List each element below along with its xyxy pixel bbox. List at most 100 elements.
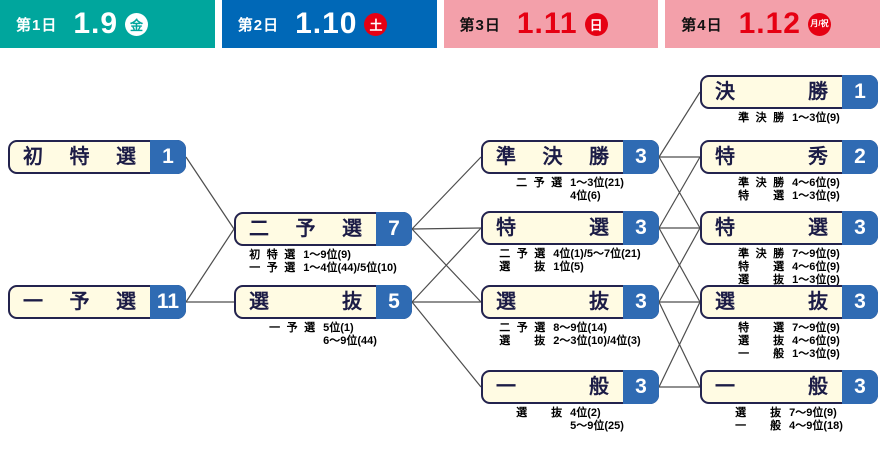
day4-number-label: 第4日 bbox=[681, 16, 723, 34]
race-count-badge: 3 bbox=[842, 211, 878, 245]
race-box-day4-senbatsu: 選抜 3 bbox=[700, 285, 878, 319]
day2-date: 1.10 bbox=[295, 7, 358, 40]
source-race-name bbox=[516, 420, 562, 433]
race-name: 一般 bbox=[496, 376, 609, 398]
race-box-day2-senbatsu: 選抜 5 bbox=[234, 285, 412, 319]
qualifiers-day3-tokusen: 二予選 4位(1)/5〜7位(21) 選抜 1位(5) bbox=[481, 248, 659, 274]
source-race-name: 特選 bbox=[738, 322, 785, 334]
race-box-day1-shotokusen: 初特選 1 bbox=[8, 140, 186, 174]
source-race-positions: 4位(1)/5〜7位(21) bbox=[553, 248, 641, 260]
source-race-name bbox=[269, 335, 315, 348]
race-count-badge: 1 bbox=[842, 75, 878, 109]
race-name: 選抜 bbox=[496, 291, 609, 313]
race-name: 初特選 bbox=[23, 146, 136, 168]
race-box-day3-senbatsu: 選抜 3 bbox=[481, 285, 659, 319]
day2-band: 第2日 1.10 土 bbox=[221, 0, 437, 48]
source-race-positions: 4〜9位(18) bbox=[789, 420, 843, 432]
day1-band: 第1日 1.9 金 bbox=[0, 0, 215, 48]
source-race-name: 一予選 bbox=[249, 262, 296, 274]
source-race-name: 準決勝 bbox=[738, 112, 785, 124]
race-count-badge: 11 bbox=[150, 285, 186, 319]
source-race-positions: 1〜4位(44)/5位(10) bbox=[303, 262, 397, 274]
source-race-name: 準決勝 bbox=[738, 177, 785, 189]
race-name: 選抜 bbox=[715, 291, 828, 313]
race-count-badge: 1 bbox=[150, 140, 186, 174]
race-name: 特選 bbox=[715, 217, 828, 239]
source-race-name: 選抜 bbox=[735, 407, 782, 419]
source-race-positions: 1〜9位(9) bbox=[303, 249, 351, 261]
source-race-positions: 4〜6位(9) bbox=[792, 177, 840, 189]
race-name: 特選 bbox=[496, 217, 609, 239]
qualifiers-day4-senbatsu: 特選 7〜9位(9) 選抜 4〜6位(9) 一般 1〜3位(9) bbox=[700, 322, 878, 361]
day1-number-label: 第1日 bbox=[16, 16, 58, 34]
race-box-day2-niyosen: 二予選 7 bbox=[234, 212, 412, 246]
day3-band: 第3日 1.11 日 bbox=[443, 0, 659, 48]
source-race-name: 一般 bbox=[735, 420, 782, 432]
source-race-positions: 4位(6) bbox=[570, 190, 601, 202]
day3-weekday-circle: 日 bbox=[584, 12, 608, 36]
race-name: 一般 bbox=[715, 376, 828, 398]
source-race-positions: 7〜9位(9) bbox=[792, 248, 840, 260]
race-count-badge: 3 bbox=[623, 370, 659, 404]
source-race-positions: 1〜3位(9) bbox=[792, 274, 840, 286]
race-name: 選抜 bbox=[249, 291, 362, 313]
day4-weekday-circle: 月/祝 bbox=[807, 12, 831, 36]
source-race-positions: 7〜9位(9) bbox=[792, 322, 840, 334]
race-count-badge: 3 bbox=[623, 211, 659, 245]
source-race-name: 選抜 bbox=[738, 335, 785, 347]
race-box-day1-ichiyosen: 一予選 11 bbox=[8, 285, 186, 319]
race-box-day4-tokushu: 特秀 2 bbox=[700, 140, 878, 174]
source-race-positions: 5〜9位(25) bbox=[570, 420, 624, 432]
day1-weekday-circle: 金 bbox=[125, 12, 149, 36]
source-race-name: 特選 bbox=[738, 261, 785, 273]
qualifiers-day3-ippan: 選抜 4位(2) 5〜9位(25) bbox=[481, 407, 659, 433]
race-count-badge: 3 bbox=[623, 285, 659, 319]
source-race-name: 選抜 bbox=[738, 274, 785, 286]
source-race-name: 一予選 bbox=[269, 322, 316, 334]
source-race-name: 二予選 bbox=[499, 248, 546, 260]
source-race-positions: 4〜6位(9) bbox=[792, 261, 840, 273]
race-name: 決勝 bbox=[715, 81, 828, 103]
qualifiers-day4-tokushu: 準決勝 4〜6位(9) 特選 1〜3位(9) bbox=[700, 177, 878, 203]
source-race-positions: 8〜9位(14) bbox=[553, 322, 608, 334]
race-box-day3-ippan: 一般 3 bbox=[481, 370, 659, 404]
source-race-positions: 6〜9位(44) bbox=[323, 335, 377, 347]
source-race-positions: 4〜6位(9) bbox=[792, 335, 840, 347]
race-count-badge: 3 bbox=[842, 370, 878, 404]
qualifiers-day4-ippan: 選抜 7〜9位(9) 一般 4〜9位(18) bbox=[700, 407, 878, 433]
source-race-positions: 1〜3位(9) bbox=[792, 190, 840, 202]
day4-band: 第4日 1.12 月/祝 bbox=[665, 0, 880, 48]
source-race-positions: 4位(2) bbox=[570, 407, 601, 419]
race-name: 特秀 bbox=[715, 146, 828, 168]
source-race-name: 二予選 bbox=[499, 322, 546, 334]
race-name: 一予選 bbox=[23, 291, 136, 313]
day2-weekday-circle: 土 bbox=[364, 12, 388, 36]
race-name: 準決勝 bbox=[496, 146, 609, 168]
date-header: 第1日 1.9 金 第2日 1.10 土 第3日 1.11 日 第4日 1.12… bbox=[0, 0, 880, 48]
source-race-positions: 1〜3位(9) bbox=[792, 348, 840, 360]
race-count-badge: 3 bbox=[623, 140, 659, 174]
race-box-day4-kessho: 決勝 1 bbox=[700, 75, 878, 109]
source-race-name: 選抜 bbox=[499, 261, 546, 273]
source-race-name: 初特選 bbox=[249, 249, 296, 261]
source-race-positions: 2〜3位(10)/4位(3) bbox=[553, 335, 641, 347]
source-race-name: 選抜 bbox=[516, 407, 563, 419]
source-race-name: 準決勝 bbox=[738, 248, 785, 260]
day1-date: 1.9 bbox=[73, 7, 119, 40]
source-race-name: 二予選 bbox=[516, 177, 563, 189]
race-box-day3-junkessho: 準決勝 3 bbox=[481, 140, 659, 174]
source-race-name: 一般 bbox=[738, 348, 785, 360]
qualifiers-day4-tokusen: 準決勝 7〜9位(9) 特選 4〜6位(9) 選抜 1〜3位(9) bbox=[700, 248, 878, 287]
race-box-day4-tokusen: 特選 3 bbox=[700, 211, 878, 245]
race-name: 二予選 bbox=[249, 218, 362, 240]
source-race-name: 特選 bbox=[738, 190, 785, 202]
race-box-day3-tokusen: 特選 3 bbox=[481, 211, 659, 245]
source-race-positions: 7〜9位(9) bbox=[789, 407, 837, 419]
race-box-day4-ippan: 一般 3 bbox=[700, 370, 878, 404]
source-race-positions: 1位(5) bbox=[553, 261, 584, 273]
